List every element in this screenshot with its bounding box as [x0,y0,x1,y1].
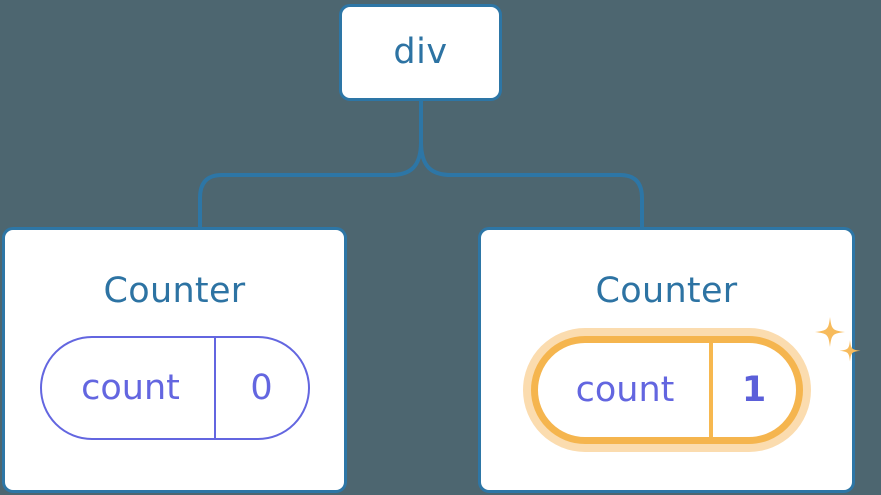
counter-right-state-wrap: count 1 [530,317,860,444]
node-root-div[interactable]: div [339,4,502,101]
state-pill-count-left[interactable]: count 0 [39,336,310,440]
connector-branch-left [198,141,423,227]
counter-right-title: Counter [595,271,738,311]
sparkle-large-icon [814,317,845,347]
state-pill-key: count [538,343,713,437]
state-pill-value: 0 [250,368,273,408]
node-counter-left[interactable]: Counter count 0 [2,227,347,493]
counter-left-state-wrap: count 0 [39,336,310,440]
node-counter-right[interactable]: Counter count 1 [478,227,860,493]
root-node-label: div [393,32,448,72]
state-pill-value: 1 [741,370,767,410]
counter-left-title: Counter [103,271,246,311]
connector-branch-right [419,141,644,227]
state-pill-key: count [42,338,216,438]
state-pill-count-right[interactable]: count 1 [530,336,803,444]
